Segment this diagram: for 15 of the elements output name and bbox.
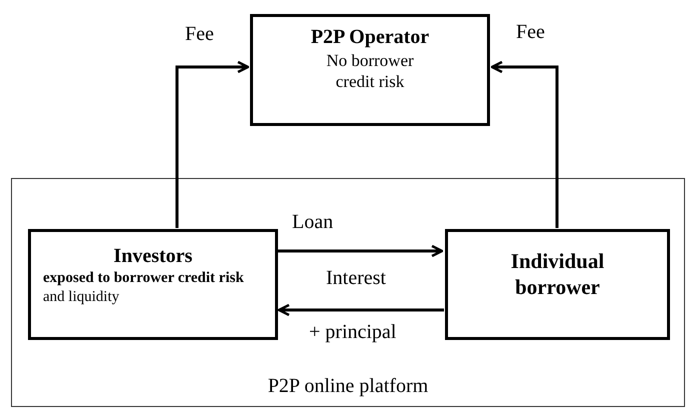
- arrow: [176, 60, 250, 228]
- platform-frame: [11, 178, 685, 407]
- note-text: + principal: [309, 320, 396, 345]
- node-text: exposed to borrower credit risk and liquidity: [42, 269, 245, 306]
- entity-box: [445, 229, 670, 340]
- entity-box: [28, 229, 278, 340]
- node-title: Individual borrower: [510, 248, 606, 300]
- arrow: [490, 60, 558, 228]
- entity-box: [250, 14, 490, 126]
- node-title: Investors: [114, 244, 192, 269]
- arrow: [278, 304, 444, 316]
- node-title: P2P Operator: [310, 25, 430, 50]
- node-text: No borrower credit risk: [325, 50, 415, 92]
- node-title: P2P online platform: [266, 374, 430, 399]
- arrow: [277, 244, 444, 258]
